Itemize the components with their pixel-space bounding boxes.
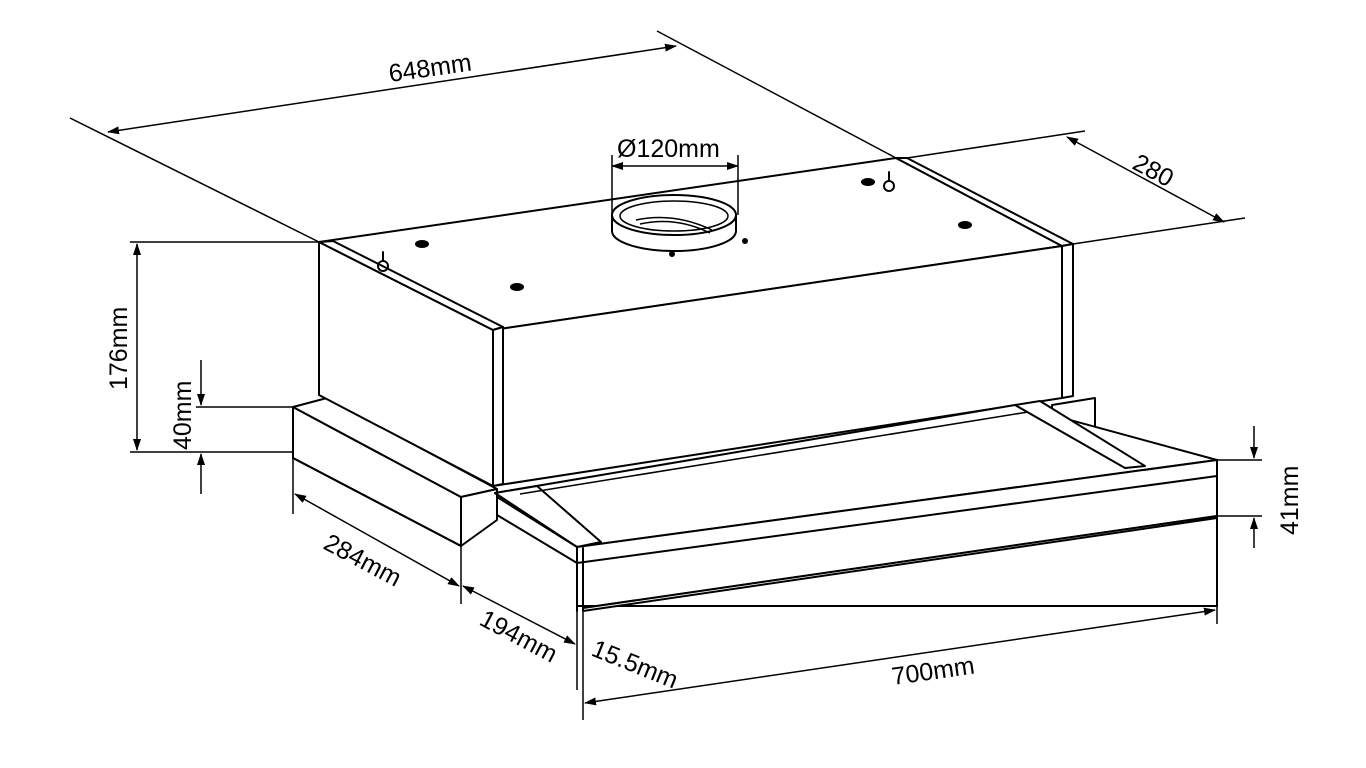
- mounting-hole: [415, 240, 429, 248]
- label-depth-base: 284mm: [319, 529, 406, 593]
- label-height-total: 176mm: [105, 307, 133, 390]
- top-face-features: [377, 171, 972, 291]
- mounting-hole: [958, 221, 972, 229]
- mounting-hole: [510, 283, 524, 291]
- label-depth-right: 280: [1128, 149, 1178, 193]
- label-drawer-width: 700mm: [890, 652, 976, 691]
- mounting-hole: [861, 178, 875, 186]
- keyhole-icon: [883, 171, 895, 192]
- label-panel-height: 41mm: [1276, 466, 1304, 535]
- dimension-lines: [69, 30, 1262, 720]
- label-length-top: 648mm: [387, 49, 473, 88]
- drawer: [494, 400, 1218, 612]
- duct-collar: [611, 194, 737, 252]
- label-panel-thickness: 15.5mm: [588, 635, 682, 695]
- label-height-base: 40mm: [169, 381, 197, 450]
- keyhole-icon: [377, 251, 389, 272]
- label-duct-diameter: Ø120mm: [617, 135, 720, 163]
